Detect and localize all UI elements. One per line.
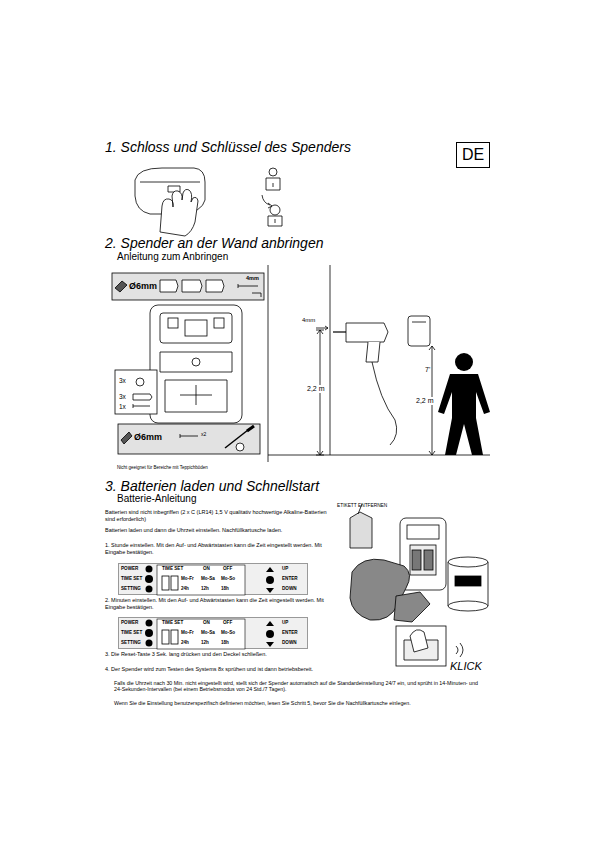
panel-label: Mo-So bbox=[221, 576, 235, 582]
step-text: 3. Die Reset-Taste 3 Sek. lang drücken u… bbox=[105, 651, 385, 658]
control-panel: POWER TIME SET SETTING TIME SET ON OFF Mo-Fr Mo… bbox=[118, 617, 308, 649]
panel-label: Mo-Fr bbox=[181, 576, 194, 582]
dimension-label: 2,2 m bbox=[415, 397, 435, 405]
note: Falls die Uhrzeit nach 30 Min. nicht ein… bbox=[114, 680, 486, 693]
drill-size: Ø6mm bbox=[129, 281, 157, 292]
parts-box bbox=[115, 370, 157, 414]
panel-label: ENTER bbox=[282, 576, 298, 582]
panel-label: OFF bbox=[223, 620, 232, 626]
panel-label: TIME SET bbox=[121, 576, 142, 582]
panel-label: ON bbox=[203, 566, 210, 572]
wall-mounting-illustration bbox=[268, 265, 490, 462]
panel-label: OFF bbox=[223, 566, 232, 572]
mounting-tools-strip bbox=[112, 273, 264, 300]
note: Nicht geeignet für Bereiche mit Teppichb… bbox=[117, 465, 208, 470]
control-panel: POWER TIME SET SETTING TIME SET ON OFF Mo-Fr Mo… bbox=[118, 563, 308, 595]
subheading: Anleitung zum Anbringen bbox=[117, 251, 317, 263]
panel-label: Mo-Sa bbox=[201, 630, 215, 636]
quantity-label: 3x bbox=[119, 393, 126, 401]
step-text: 4. Der Spender wird zum Testen des Syste… bbox=[105, 666, 390, 673]
panel-label: TIME SET bbox=[121, 630, 142, 636]
panel-label: SETTING bbox=[121, 640, 141, 646]
dispenser-lock-illustration bbox=[135, 168, 205, 236]
panel-label: DOWN bbox=[282, 640, 297, 646]
drill-size: Ø6mm bbox=[134, 432, 162, 443]
box-label: DE bbox=[462, 145, 484, 164]
panel-label: UP bbox=[282, 620, 288, 626]
panel-label: POWER bbox=[121, 566, 138, 572]
panel-label: Mo-Sa bbox=[201, 576, 215, 582]
panel-label: ON bbox=[203, 620, 210, 626]
person-silhouette bbox=[438, 353, 490, 455]
dimension-label: 2,2 m bbox=[306, 385, 326, 393]
section-heading: 2. Spender an der Wand anbringen bbox=[105, 235, 445, 252]
panel-label: DOWN bbox=[282, 586, 297, 592]
screw-size: 4mm bbox=[246, 275, 259, 282]
panel-label: POWER bbox=[121, 620, 138, 626]
panel-label: 12h bbox=[201, 640, 209, 646]
body-text: Batterien laden und dann die Uhrzeit ein… bbox=[105, 527, 345, 534]
quantity-label: x2 bbox=[201, 431, 206, 437]
panel-label: Mo-Fr bbox=[181, 630, 194, 636]
body-text: Batterien sind nicht inbegriffen (2 x C … bbox=[105, 509, 330, 522]
panel-label: TIME SET bbox=[162, 620, 183, 626]
step-text: 1. Stunde einstellen. Mit den Auf- und A… bbox=[105, 542, 340, 555]
language-box: DE bbox=[456, 142, 490, 168]
panel-label: 18h bbox=[221, 586, 229, 592]
panel-label: ENTER bbox=[282, 630, 298, 636]
callout-label: KLICK bbox=[450, 660, 482, 673]
key-lock-icons bbox=[262, 168, 282, 226]
panel-label: SETTING bbox=[121, 586, 141, 592]
panel-label: 24h bbox=[181, 586, 189, 592]
panel-label: 12h bbox=[201, 586, 209, 592]
hole-size: 4mm bbox=[302, 317, 315, 324]
dimension-label: 7' bbox=[424, 366, 431, 374]
callout-label: ETIKETT ENTFERNEN bbox=[337, 503, 387, 509]
quantity-label: 1x bbox=[119, 403, 126, 411]
panel-label: TIME SET bbox=[162, 566, 183, 572]
dispenser-front-drawing bbox=[150, 305, 242, 423]
panel-label: Mo-So bbox=[221, 630, 235, 636]
quantity-label: 3x bbox=[119, 377, 126, 385]
subheading: Batterie-Anleitung bbox=[117, 493, 317, 505]
step-text: 2. Minuten einstellen. Mit den Auf- und … bbox=[105, 597, 340, 610]
drill-screw-strip bbox=[118, 424, 260, 454]
note: Wenn Sie die Einstellung benutzerspezifi… bbox=[114, 700, 486, 706]
battery-refill-illustration bbox=[350, 504, 488, 666]
section-heading: 3. Batterien laden und Schnellstart bbox=[105, 478, 445, 495]
section-heading: 1. Schloss und Schlüssel des Spenders bbox=[105, 139, 445, 156]
panel-label: 24h bbox=[181, 640, 189, 646]
panel-label: UP bbox=[282, 566, 288, 572]
panel-label: 18h bbox=[221, 640, 229, 646]
